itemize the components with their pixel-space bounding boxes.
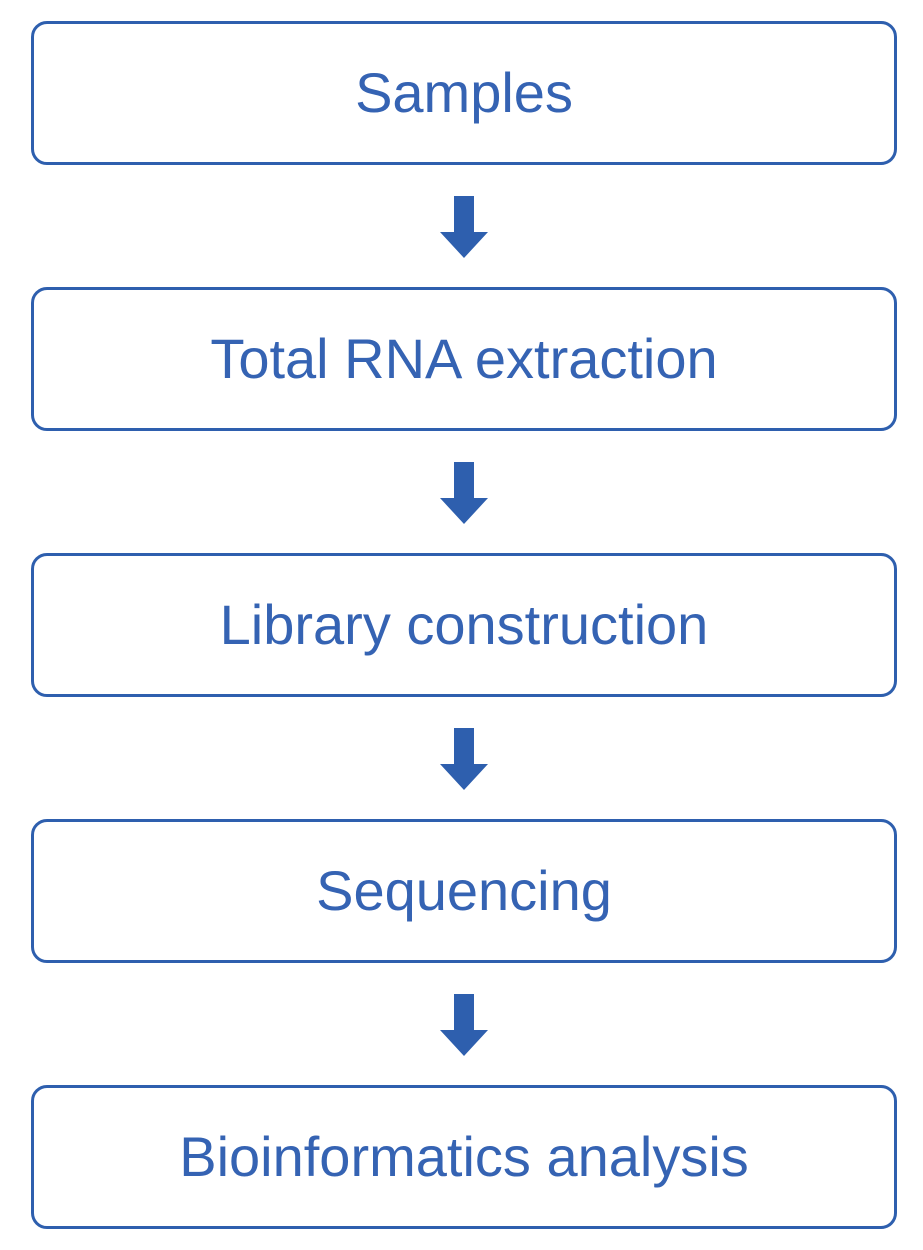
step-label: Sequencing	[316, 859, 612, 922]
step-samples: Samples	[31, 21, 897, 165]
step-total-rna-extraction: Total RNA extraction	[31, 287, 897, 431]
step-label: Samples	[355, 61, 573, 124]
step-library-construction: Library construction	[31, 553, 897, 697]
step-sequencing: Sequencing	[31, 819, 897, 963]
step-label: Bioinformatics analysis	[179, 1125, 749, 1188]
arrow-down-icon	[440, 196, 488, 258]
arrow-down-icon	[440, 462, 488, 524]
arrow-down-icon	[440, 728, 488, 790]
step-label: Library construction	[219, 593, 709, 656]
step-label: Total RNA extraction	[210, 327, 718, 390]
step-bioinformatics-analysis: Bioinformatics analysis	[31, 1085, 897, 1229]
arrow-down-icon	[440, 994, 488, 1056]
